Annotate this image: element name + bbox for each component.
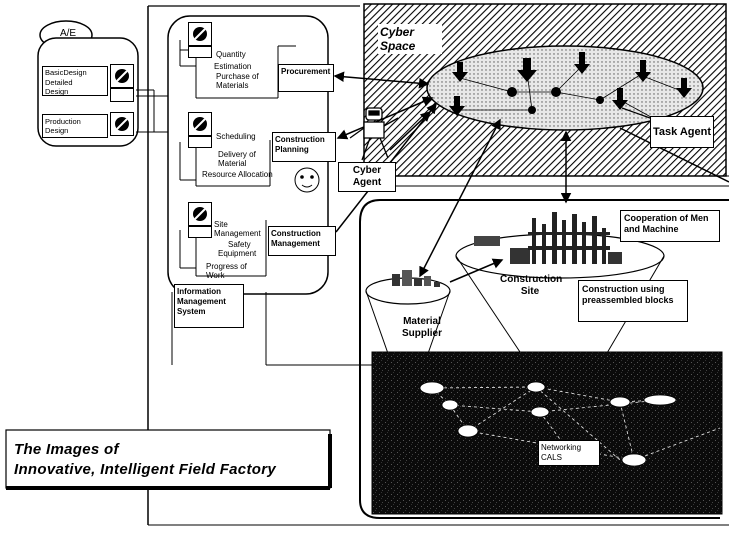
task-agent-label: Task Agent xyxy=(652,125,712,138)
procurement-box: Procurement xyxy=(278,64,334,92)
cyber-links xyxy=(457,65,685,123)
material-supplier-label: Material Supplier xyxy=(401,316,442,339)
networking-label: Networking CALS xyxy=(541,443,582,462)
procurement-label: Procurement xyxy=(281,67,331,76)
construction-planning-label: Construction Planning xyxy=(275,135,325,154)
site-management-label: Site Management xyxy=(214,220,261,238)
cyber-agent-marks xyxy=(449,52,692,116)
basic-design-label: BasicDesign xyxy=(45,68,87,77)
ims-box: Information Management System xyxy=(174,284,244,328)
quantity-label: Quantity xyxy=(216,50,246,59)
purchase-label: Purchase of Materials xyxy=(216,72,259,90)
delivery-label: Delivery of Material xyxy=(218,150,256,168)
network-nodes xyxy=(419,381,677,467)
basic-design-icon xyxy=(110,64,134,88)
production-design-icon xyxy=(110,112,134,136)
production-design-label: Production Design xyxy=(45,117,81,135)
construction-management-label: Construction Management xyxy=(271,229,321,248)
management-module-icon xyxy=(188,202,212,226)
ae-label: A/E xyxy=(59,28,77,39)
progress-label: Progress of Work xyxy=(206,262,247,280)
networking-box: Networking CALS xyxy=(538,440,600,466)
caption-frame xyxy=(5,429,332,490)
task-agent-pointer xyxy=(621,107,651,119)
caption-line-1: The Images of xyxy=(14,441,119,458)
detailed-design-label: Detailed Design xyxy=(45,78,73,96)
detailed-design-icon xyxy=(110,88,134,102)
cyber-agent-figure xyxy=(349,107,399,161)
cooperation-label: Cooperation of Men and Machine xyxy=(624,213,709,234)
construction-planning-box: Construction Planning xyxy=(272,132,336,162)
scheduling-label: Scheduling xyxy=(216,132,256,141)
preassembled-box: Construction using preassembled blocks xyxy=(578,280,688,322)
cyber-agent-box: Cyber Agent xyxy=(338,162,396,192)
task-agent-box: Task Agent xyxy=(650,116,714,148)
planning-module-icon xyxy=(188,112,212,136)
supplier-funnel xyxy=(365,270,451,383)
caption-line-2: Innovative, Intelligent Field Factory xyxy=(14,461,276,478)
planning-module-sub-icon xyxy=(188,136,212,148)
preassembled-label: Construction using preassembled blocks xyxy=(582,284,674,305)
design-connectors xyxy=(136,89,372,366)
estimation-label: Estimation xyxy=(214,62,252,71)
management-module-sub-icon xyxy=(188,226,212,238)
cyberspace-label: Cyber Space xyxy=(378,24,442,54)
resource-label: Resource Allocation xyxy=(202,170,273,179)
basic-design-box: BasicDesign Detailed Design xyxy=(42,66,108,96)
panel-tree-lines xyxy=(179,40,296,277)
procurement-module-sub-icon xyxy=(188,46,212,58)
worker-face xyxy=(294,167,320,193)
construction-site-label: Construction Site xyxy=(500,274,563,297)
safety-label: Safety xyxy=(228,240,251,249)
cyber-agent-label: Cyber Agent xyxy=(352,165,382,188)
procurement-module-icon xyxy=(188,22,212,46)
networking-area xyxy=(371,351,723,515)
cooperation-box: Cooperation of Men and Machine xyxy=(620,210,720,242)
ims-label: Information Management System xyxy=(177,287,226,316)
equipment-label: Equipment xyxy=(218,249,257,258)
production-design-box: Production Design xyxy=(42,114,108,138)
construction-management-box: Construction Management xyxy=(268,226,336,256)
